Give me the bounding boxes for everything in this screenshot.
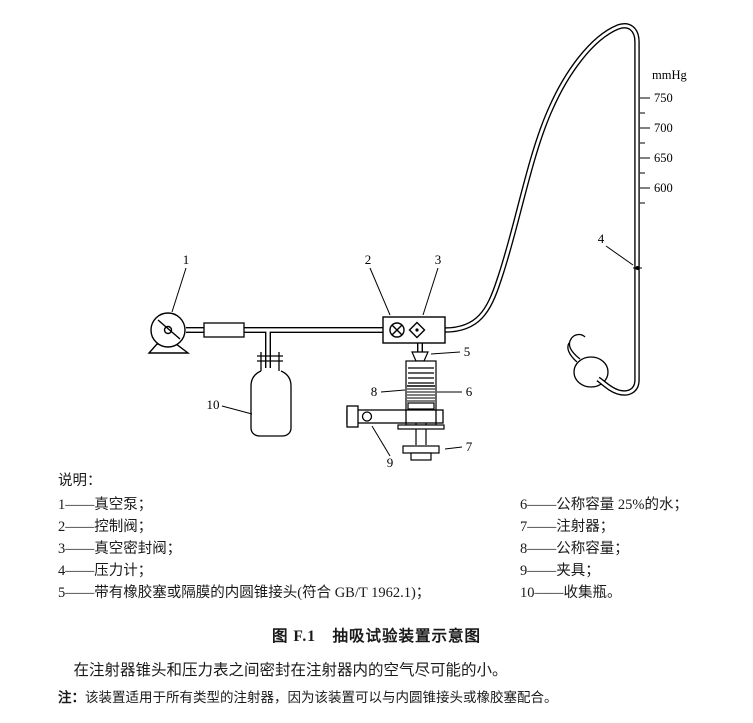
legend-item: 5——带有橡胶塞或隔膜的内圆锥接头(符合 GB/T 1962.1)； <box>58 585 431 601</box>
note-paragraph: 注：该装置适用于所有类型的注射器，因为该装置可以与内圆锥接头或橡胶塞配合。 <box>58 686 717 706</box>
finger-flange <box>397 424 445 430</box>
scale-tick-700: 700 <box>654 121 673 135</box>
part-label-2: 2 <box>365 252 372 267</box>
scale-unit-label: mmHg <box>652 68 687 82</box>
legend-item: 3——真空密封阀； <box>58 541 182 557</box>
note-text: 该装置适用于所有类型的注射器，因为该装置可以与内圆锥接头或橡胶塞配合。 <box>85 690 558 705</box>
conical-fitting <box>411 351 429 362</box>
legend-column-left: 1——真空泵； 2——控制阀； 3——真空密封阀； 4——压力计； 5——带有橡… <box>58 494 520 604</box>
legend-item: 9——夹具； <box>520 563 600 579</box>
part-label-3: 3 <box>435 252 442 267</box>
legend-item: 8——公称容量； <box>520 541 629 557</box>
legend-title: 说明： <box>58 473 102 489</box>
water-level <box>407 385 435 402</box>
part-label-7: 7 <box>466 439 473 454</box>
figure-area: mmHg 750 700 650 600 1 <box>147 23 687 470</box>
seal-valve-icon <box>408 321 426 339</box>
plunger-seal <box>407 402 435 410</box>
part-label-4: 4 <box>598 231 605 246</box>
hose-segment <box>203 322 245 338</box>
legend-column-right: 6——公称容量 25%的水； 7——注射器； 8——公称容量； 9——夹具； 1… <box>520 494 717 604</box>
manometer-scale <box>633 97 650 270</box>
legend-item: 10——收集瓶。 <box>520 585 622 601</box>
legend-item: 6——公称容量 25%的水； <box>520 497 688 513</box>
syringe <box>397 351 445 461</box>
leader-lines <box>171 245 634 457</box>
part-label-10: 10 <box>207 397 220 412</box>
part-label-9: 9 <box>387 455 394 470</box>
control-valve-icon <box>389 322 405 338</box>
valve-block <box>382 316 446 344</box>
figure-caption: 图 F.1 抽吸试验装置示意图 <box>271 628 482 645</box>
vacuum-pump <box>147 312 191 354</box>
legend-item: 1——真空泵； <box>58 497 153 513</box>
part-label-5: 5 <box>464 344 471 359</box>
apparatus-diagram: mmHg 750 700 650 600 1 <box>147 23 687 470</box>
legend-item: 4——压力计； <box>58 563 153 579</box>
body-paragraph: 在注射器锥头和压力表之间密封在注射器内的空气尽可能的小。 <box>73 662 508 679</box>
scale-tick-750: 750 <box>654 91 673 105</box>
part-label-1: 1 <box>183 252 190 267</box>
legend-item: 7——注射器； <box>520 519 615 535</box>
part-label-6: 6 <box>466 384 473 399</box>
clamp <box>346 405 444 428</box>
collection-bottle <box>250 352 292 437</box>
scale-tick-600: 600 <box>654 181 673 195</box>
part-label-8: 8 <box>371 384 378 399</box>
legend: 说明： 1——真空泵； 2——控制阀； 3——真空密封阀； 4——压力计； 5—… <box>58 470 717 604</box>
thumb-rest <box>402 445 440 454</box>
scale-tick-650: 650 <box>654 151 673 165</box>
note-label: 注： <box>58 690 85 705</box>
legend-item: 2——控制阀； <box>58 519 153 535</box>
